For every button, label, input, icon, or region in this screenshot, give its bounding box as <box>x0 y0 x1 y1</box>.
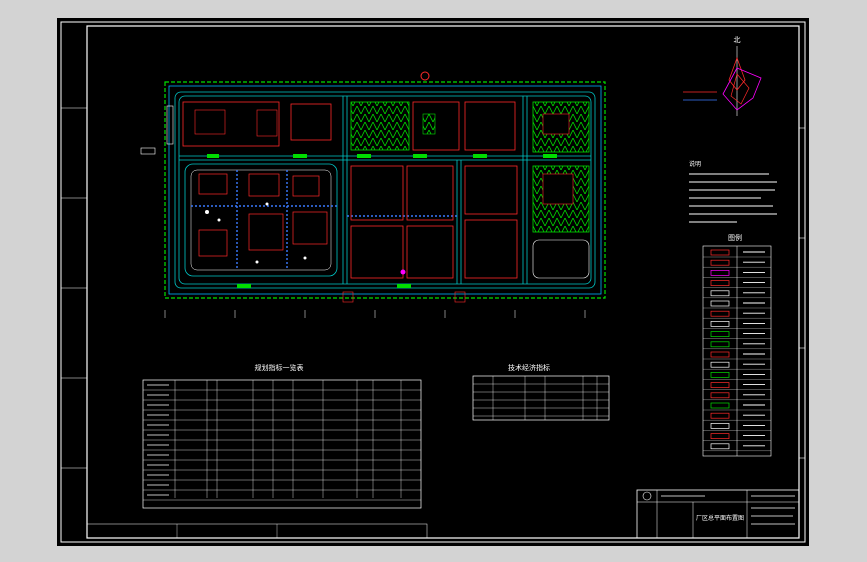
warehouse-b <box>406 165 454 221</box>
office-building <box>182 101 280 147</box>
north-label: 北 <box>734 36 741 44</box>
legend-symbol <box>710 331 730 337</box>
table1-title: 规划指标一览表 <box>255 363 304 372</box>
legend-symbol <box>710 382 730 388</box>
planning-index-table: 规划指标一览表 <box>142 363 422 509</box>
parking-area <box>532 239 590 279</box>
compass-rose-icon: 北 <box>683 36 762 116</box>
legend-table: 图例 <box>702 233 772 457</box>
legend-symbol <box>710 433 730 439</box>
svg-text:说明: 说明 <box>689 160 701 168</box>
canteen-building <box>290 103 332 141</box>
legend-symbol <box>710 300 730 307</box>
legend-symbol <box>710 259 730 266</box>
inner-frame <box>86 25 800 539</box>
site-plan <box>140 71 606 318</box>
warehouse-d <box>406 225 454 279</box>
storage-f <box>464 219 518 279</box>
legend-symbol <box>710 310 730 317</box>
title-block: 厂区总平面布置图 <box>636 489 800 539</box>
pipe-network <box>191 170 457 270</box>
legend-symbol <box>710 392 730 399</box>
accent-marker <box>400 269 406 275</box>
notes-lines <box>689 173 777 223</box>
site-boundary <box>164 81 606 299</box>
workshop-a <box>412 101 460 151</box>
grid-axis <box>164 310 586 318</box>
warehouse-c <box>350 225 404 279</box>
equipment-marks <box>205 202 307 264</box>
svg-text:图例: 图例 <box>728 233 742 242</box>
technical-index-table: 技术经济指标 <box>472 363 610 421</box>
bottom-strip <box>86 523 428 539</box>
main-gate-marker <box>420 71 430 81</box>
legend-symbol <box>710 290 730 297</box>
legend-symbol <box>710 361 730 368</box>
legend-symbol <box>710 402 730 409</box>
cad-drawing: 北 说明 图例 规划指标一览表 技术经济指标 厂区总平 <box>60 21 806 543</box>
green-area-1 <box>350 101 410 151</box>
legend-symbol <box>710 321 730 327</box>
storage-e <box>464 165 518 215</box>
institute-logo-icon <box>642 491 652 501</box>
legend-symbol <box>710 423 730 429</box>
outer-frame <box>60 21 806 543</box>
legend-symbol <box>710 351 730 358</box>
fence-line <box>168 85 602 295</box>
process-area <box>184 163 338 277</box>
legend-symbol <box>710 372 730 378</box>
legend-symbol <box>710 443 730 450</box>
legend-symbol <box>710 280 730 286</box>
legend-symbol <box>710 270 730 276</box>
design-notes: 说明 <box>689 160 777 223</box>
drawing-name: 厂区总平面布置图 <box>696 514 744 522</box>
legend-symbol <box>710 341 730 348</box>
frame-ticks <box>61 107 805 469</box>
legend-symbol <box>710 412 730 419</box>
workshop-b <box>464 101 516 151</box>
legend-symbol <box>710 249 730 256</box>
warehouse-a <box>350 165 404 221</box>
table2-title: 技术经济指标 <box>508 363 550 372</box>
drawing-sheet: 北 说明 图例 规划指标一览表 技术经济指标 厂区总平 <box>57 18 809 546</box>
side-gate <box>140 147 156 155</box>
greenery-strips <box>207 154 557 288</box>
road-network <box>174 91 596 289</box>
